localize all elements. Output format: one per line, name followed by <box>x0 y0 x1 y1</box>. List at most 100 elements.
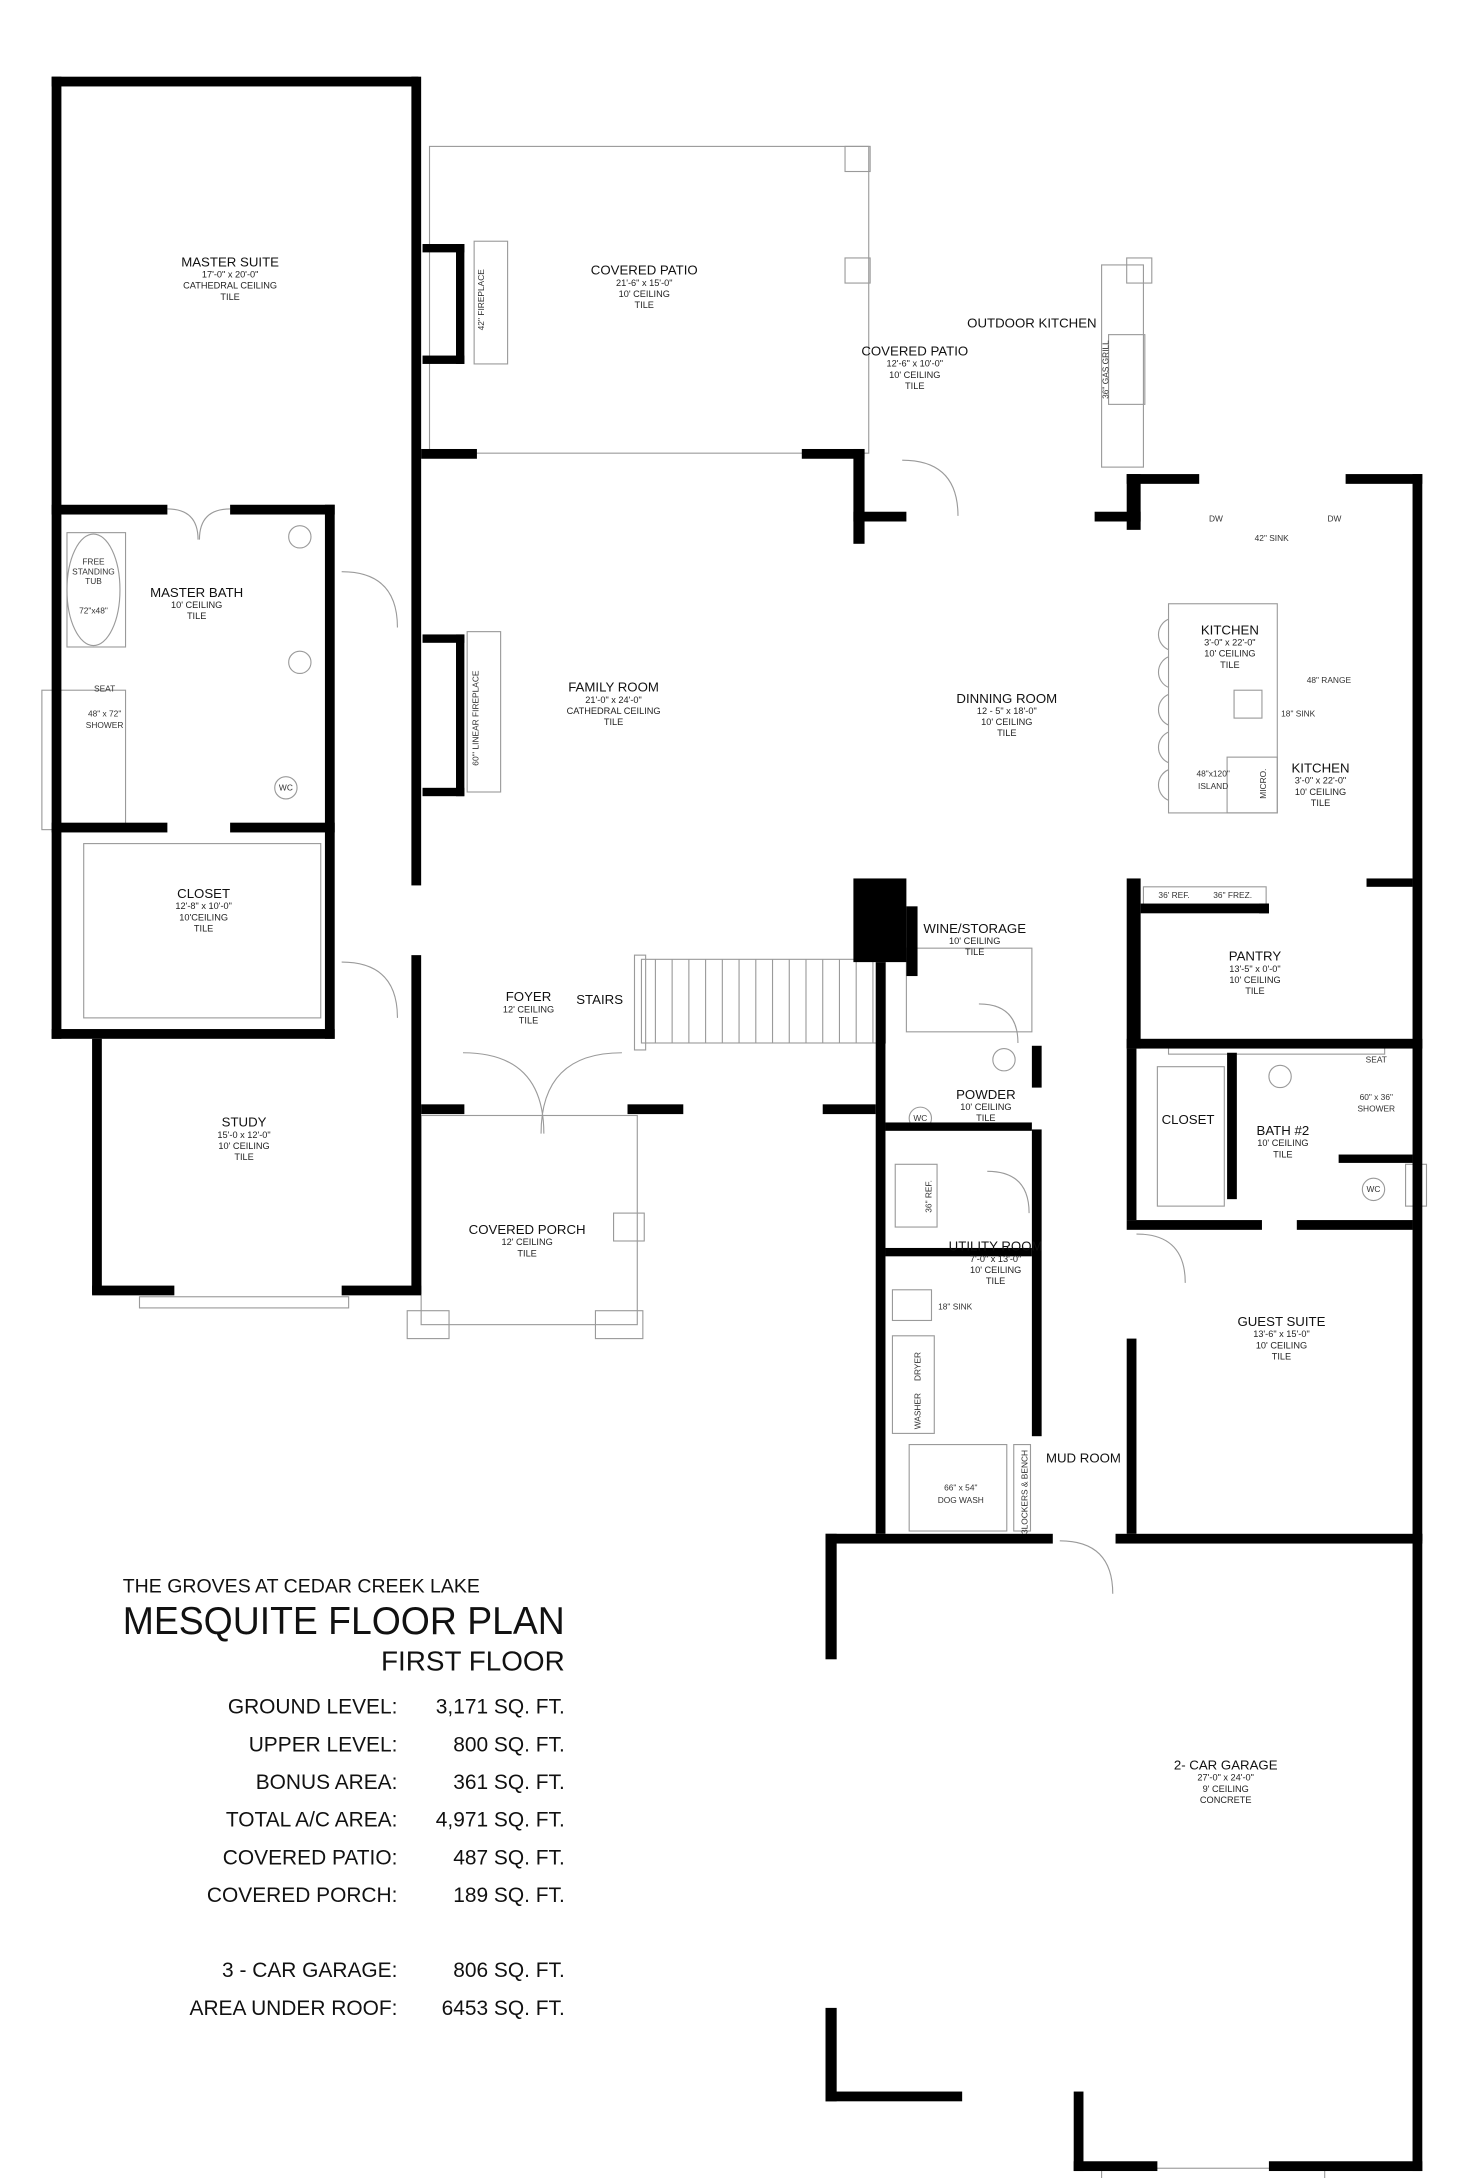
fixture-label: DW <box>1327 513 1341 523</box>
room-name: CLOSET <box>1162 1112 1215 1127</box>
wall <box>1126 1338 1137 1534</box>
room-detail: 10' CEILING <box>619 289 670 299</box>
fixture-label: DRYER <box>912 1352 922 1381</box>
wall <box>906 906 918 977</box>
outline <box>420 1114 638 1326</box>
room-detail: 12'-6" x 10'-0" <box>886 359 943 369</box>
fixture-label: 60"' LINEAR FIREPLACE <box>470 670 480 766</box>
walls <box>51 76 1423 2172</box>
room-detail: 3'-0" x 22'-0" <box>1204 638 1255 648</box>
wall <box>411 955 422 1294</box>
room-label: CLOSET <box>1162 1112 1215 1127</box>
room-detail: TILE <box>905 381 924 391</box>
area-row: AREA UNDER ROOF: 6453 SQ. FT. <box>190 1997 565 2020</box>
fixture-label: WC <box>913 1113 927 1123</box>
room-name: COVERED PATIO <box>861 344 968 359</box>
outlines <box>41 145 1428 2178</box>
room-detail: 12' CEILING <box>503 1004 554 1014</box>
wall <box>1366 878 1413 887</box>
fixture-label: 48" x 72" <box>88 709 121 719</box>
outline <box>83 843 322 1019</box>
room-name: WINE/STORAGE <box>923 921 1026 936</box>
room-detail: 21'-6" x 15'-0" <box>616 278 673 288</box>
room-detail: 10'CEILING <box>179 912 228 922</box>
wall <box>1126 474 1141 530</box>
room-detail: TILE <box>965 947 984 957</box>
outline <box>613 1212 645 1242</box>
door-swing <box>902 459 959 516</box>
outline <box>1013 1444 1032 1532</box>
room-detail: TILE <box>234 1152 253 1162</box>
room-name: DINNING ROOM <box>956 691 1057 706</box>
room-name: KITCHEN <box>1201 622 1259 637</box>
fixture-label: SHOWER <box>86 720 124 730</box>
fixture-label: SHOWER <box>1357 1103 1395 1113</box>
outline <box>908 1444 1008 1532</box>
room-detail: TILE <box>519 1015 538 1025</box>
door-swing <box>462 1052 545 1134</box>
area-row: TOTAL A/C AREA:4,971 SQ. FT. <box>226 1809 565 1832</box>
fixture-label: ISLAND <box>1198 781 1228 791</box>
wall <box>422 787 465 797</box>
area-value: 3,171 SQ. FT. <box>436 1696 565 1719</box>
wall <box>324 504 335 1039</box>
room-detail: 10' CEILING <box>171 600 222 610</box>
wall <box>1115 1533 1423 1544</box>
outline <box>1226 756 1278 814</box>
fixture-label: WC <box>279 783 293 793</box>
area-label: TOTAL A/C AREA: <box>226 1809 398 1832</box>
room-detail: TILE <box>976 1113 995 1123</box>
fixture-label: FREE <box>82 557 105 567</box>
wall <box>1031 1129 1042 1437</box>
wall <box>1140 903 1269 914</box>
wall <box>341 1285 422 1296</box>
outline <box>1156 1066 1225 1207</box>
outline <box>428 145 870 454</box>
wall <box>1345 474 1423 484</box>
room-detail: 13'-6" x 15'-0" <box>1253 1329 1310 1339</box>
area-value: 6453 SQ. FT. <box>442 1997 565 2020</box>
room-detail: TILE <box>220 292 239 302</box>
room-detail: 10' CEILING <box>218 1141 269 1151</box>
fixture-label: TUB <box>85 576 102 586</box>
area-label: BONUS AREA: <box>256 1771 398 1794</box>
area-label: AREA UNDER ROOF: <box>190 1997 398 2020</box>
area-row: UPPER LEVEL:800 SQ. FT. <box>249 1733 565 1756</box>
wall <box>51 1029 335 1039</box>
outline <box>466 631 502 793</box>
room-detail: TILE <box>635 300 654 310</box>
area-value: 487 SQ. FT. <box>453 1846 565 1869</box>
room-name: STUDY <box>222 1115 267 1130</box>
area-row: COVERED PATIO:487 SQ. FT. <box>223 1846 565 1869</box>
fixture-bowl-icon <box>288 650 312 675</box>
room-name: KITCHEN <box>1291 760 1349 775</box>
area-label: COVERED PORCH: <box>207 1884 398 1907</box>
fixture-bowl-icon <box>1361 1177 1386 1202</box>
fixture-label: WASHER <box>912 1393 922 1429</box>
wall <box>1412 1533 1423 2172</box>
stool-icon <box>1157 656 1169 688</box>
wall <box>822 1104 876 1115</box>
room-detail: 21'-0" x 24'-0" <box>585 695 642 705</box>
outline <box>138 1296 350 1309</box>
room-detail: TILE <box>604 717 623 727</box>
wall <box>853 511 907 522</box>
wall <box>1094 511 1141 522</box>
fixture-label: 72"x48" <box>79 606 108 616</box>
room-label: OUTDOOR KITCHEN <box>967 316 1096 331</box>
wall <box>885 1247 1032 1257</box>
room-detail: TILE <box>1245 986 1264 996</box>
fixture-label: 48"x120" <box>1196 769 1229 779</box>
room-name: OUTDOOR KITCHEN <box>967 316 1096 331</box>
area-row: BONUS AREA:361 SQ. FT. <box>256 1771 565 1794</box>
wall <box>230 822 335 833</box>
room-name: COVERED PATIO <box>591 263 698 278</box>
